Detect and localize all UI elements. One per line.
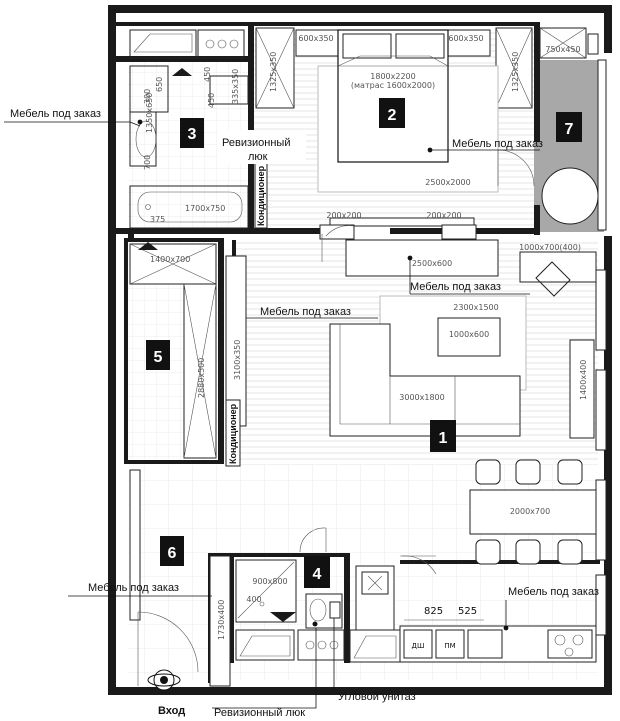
room-number-5: 5 bbox=[154, 349, 163, 366]
callout-inspection-hatch-wc: Ревизионный люк bbox=[214, 707, 305, 719]
wardrobe-right-dim: 1325х350 bbox=[511, 52, 520, 92]
windows-right bbox=[587, 33, 607, 636]
tv-unit-2-dim: 200х200 bbox=[426, 211, 461, 220]
bath-dim-375: 375 bbox=[150, 215, 165, 224]
callout-custom-furniture-left: Мебель под заказ bbox=[10, 108, 101, 120]
nightstand-left-dim: 600х350 bbox=[298, 34, 333, 43]
callout-custom-furniture-tv: Мебель под заказ bbox=[410, 281, 501, 293]
bath-dim: 1700х750 bbox=[185, 204, 225, 213]
desk-dim: 1000х700(400) bbox=[519, 243, 581, 252]
room-number-6-badge bbox=[160, 536, 184, 566]
kitchen-dim-825: 825 bbox=[424, 606, 443, 617]
shelf-dim-450b: 450 bbox=[207, 93, 216, 108]
room-number-3: 3 bbox=[188, 126, 197, 143]
balcony-cabinet-dim: 750х450 bbox=[545, 45, 580, 54]
dining-table-dim: 2000х700 bbox=[510, 507, 550, 516]
sink-dim: 1350х650 bbox=[145, 93, 154, 133]
nightstand-right-dim: 600х350 bbox=[448, 34, 483, 43]
room-number-4: 4 bbox=[313, 566, 322, 583]
balcony: 7 750х450 bbox=[539, 27, 599, 225]
callout-inspection-hatch-bath-line1: Ревизионный bbox=[222, 137, 290, 149]
outer-walls bbox=[108, 5, 612, 695]
room-number-6: 6 bbox=[168, 545, 177, 562]
callout-custom-furniture-kitchen: Мебель под заказ bbox=[508, 586, 599, 598]
callout-custom-furniture-hall: Мебель под заказ bbox=[88, 582, 179, 594]
tv-unit-1-dim: 200х200 bbox=[326, 211, 361, 220]
bathroom: 3 1700х750 375 1350х650 700 300 650 450 … bbox=[129, 29, 249, 229]
person-icon bbox=[147, 669, 181, 691]
room-number-3-badge bbox=[180, 118, 204, 148]
cabinet-3100-dim: 3100х350 bbox=[233, 340, 242, 380]
room-number-7-badge bbox=[556, 112, 582, 142]
inspection-hatch-bath-bg bbox=[218, 130, 306, 164]
room-number-2-badge bbox=[379, 98, 405, 128]
ac-living-unit bbox=[225, 399, 241, 467]
room-number-1-badge bbox=[430, 420, 456, 452]
wardrobe-left-dim: 1325х350 bbox=[269, 52, 278, 92]
cabinet-1400-dim: 1400х400 bbox=[579, 360, 588, 400]
hall-shelf-dim: 1730х400 bbox=[217, 600, 226, 640]
bedroom: 2 1800х2200 (матрас 1600х2000) 600х350 6… bbox=[254, 27, 535, 229]
coffee-table-dim: 1000х600 bbox=[449, 330, 489, 339]
wardrobe-hall-dim: 2880х500 bbox=[197, 358, 206, 398]
callout-inspection-hatch-bath-line2: люк bbox=[248, 151, 268, 163]
ac-living-label: Кондиционер bbox=[228, 403, 238, 464]
wc-dim-300: 300 bbox=[143, 89, 152, 104]
dishwasher-label: ДШ bbox=[412, 642, 425, 650]
room-number-2: 2 bbox=[388, 107, 397, 124]
room-number-4-badge bbox=[304, 556, 330, 588]
wc-room: 900х800 400 4 bbox=[235, 527, 345, 661]
mattress-dim: (матрас 1600х2000) bbox=[351, 81, 435, 90]
entrance-label: Вход bbox=[158, 705, 185, 717]
kitchen: ДШ ПМ 825 525 bbox=[349, 555, 597, 663]
callout-corner-toilet: Угловой унитаз bbox=[338, 691, 416, 703]
shower-dim-400: 400 bbox=[246, 595, 261, 604]
living-room: Кондиционер 3100х350 200х200 200х200 250… bbox=[225, 211, 597, 565]
sofa-dim: 3000х1800 bbox=[399, 393, 444, 402]
wc-dim-650: 650 bbox=[155, 77, 164, 92]
ac-bedroom-label: Кондиционер bbox=[256, 165, 266, 226]
wardrobe-room: 5 1400х700 2880х500 bbox=[129, 242, 217, 459]
rug-bedroom-dim: 2500х2000 bbox=[425, 178, 470, 187]
callout-custom-furniture-bedroom: Мебель под заказ bbox=[452, 138, 543, 150]
wc-dim-700: 700 bbox=[143, 155, 152, 170]
shower-dim: 900х800 bbox=[252, 577, 287, 586]
callout-custom-furniture-living: Мебель под заказ bbox=[260, 306, 351, 318]
shelf-dim-335: 335х350 bbox=[231, 69, 240, 104]
room-number-1: 1 bbox=[439, 430, 448, 447]
wardrobe-hall-top-dim: 1400х700 bbox=[150, 255, 190, 264]
hall: 1730х400 6 bbox=[129, 469, 231, 691]
shelf-dim-450a: 450 bbox=[203, 67, 212, 82]
washer-label: ПМ bbox=[444, 642, 455, 650]
kitchen-dim-525: 525 bbox=[458, 606, 477, 617]
tv-console-dim: 2500х600 bbox=[412, 259, 452, 268]
rug-living-dim: 2300х1500 bbox=[453, 303, 498, 312]
bed-dim: 1800х2200 bbox=[370, 72, 415, 81]
room-number-7: 7 bbox=[565, 121, 574, 138]
room-number-5-badge bbox=[146, 340, 170, 370]
